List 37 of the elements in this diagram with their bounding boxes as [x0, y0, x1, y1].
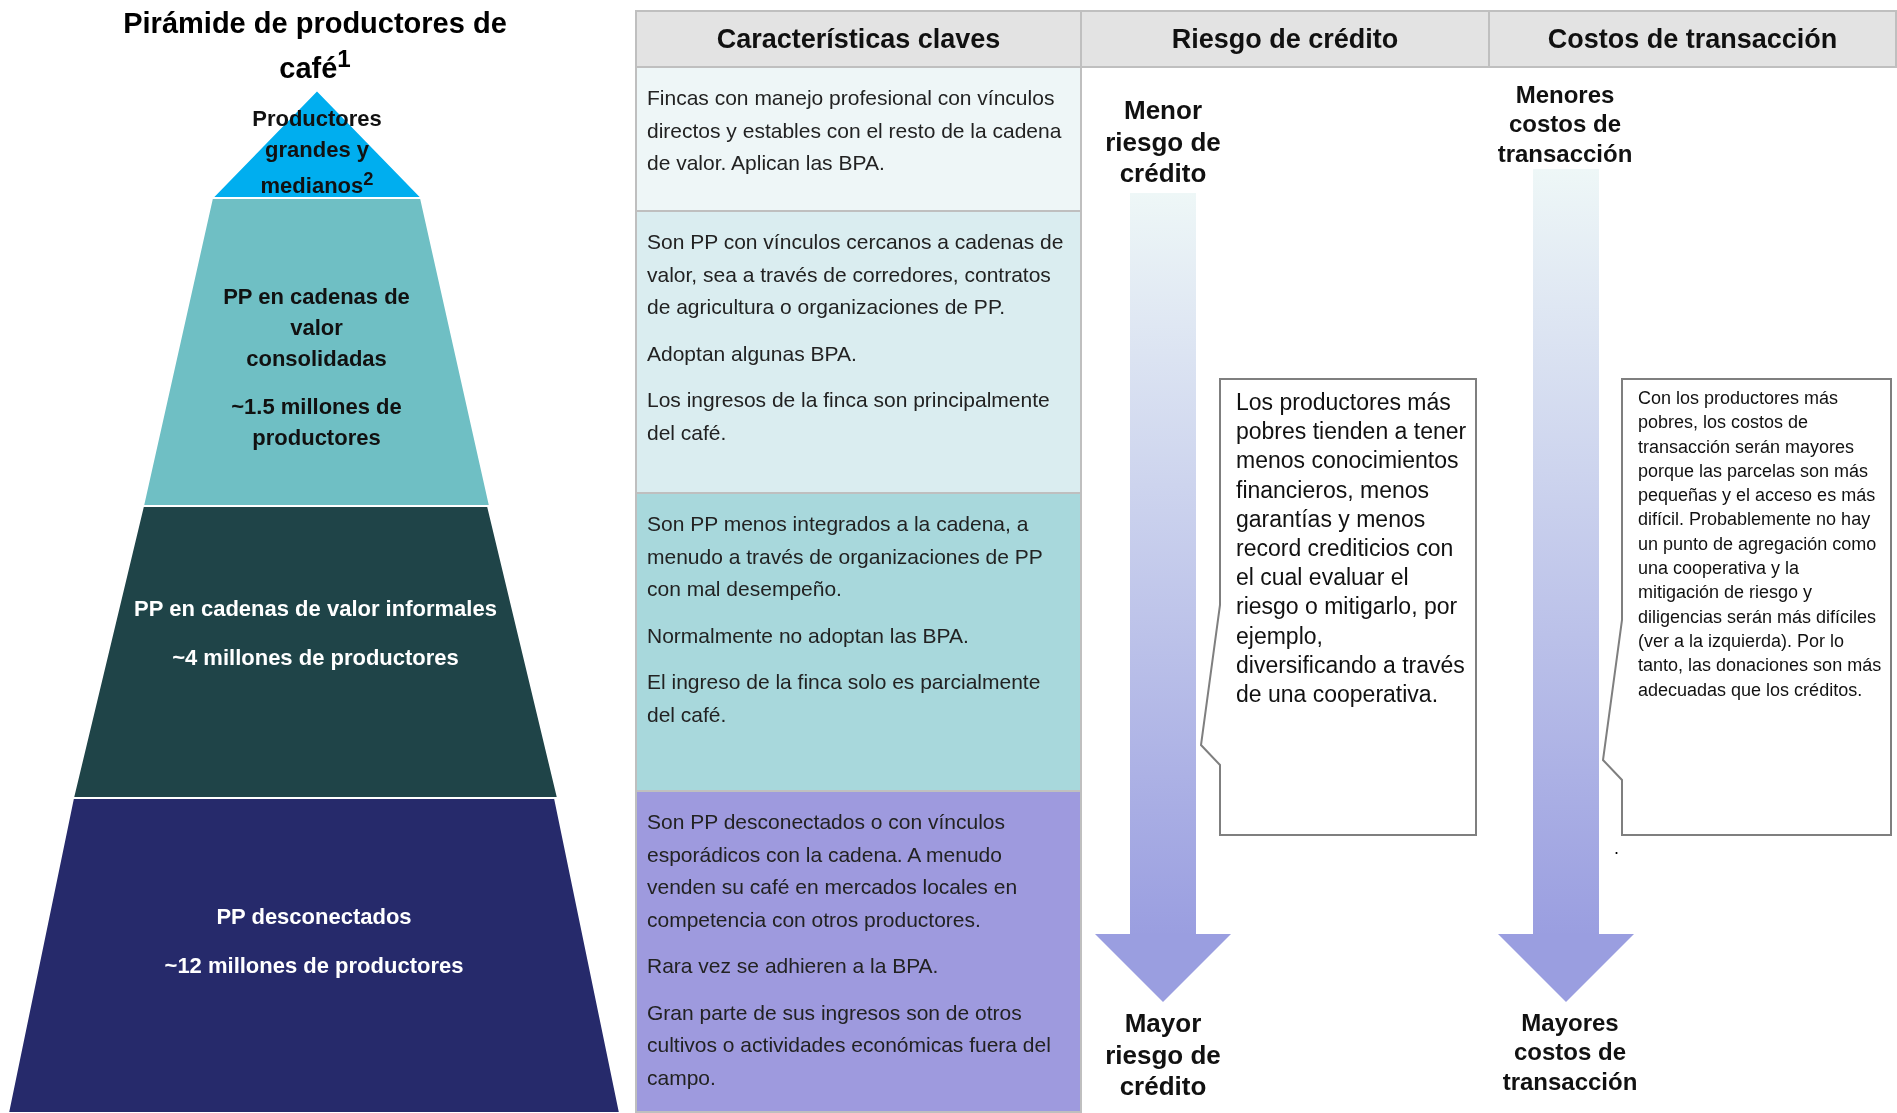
- table-cell: [635, 66, 1082, 212]
- arrow-label: Menor riesgo de crédito: [1083, 95, 1243, 191]
- tier-label: ~4 millones de productores: [171, 643, 460, 672]
- gradient-arrow: [1498, 169, 1634, 1002]
- table-cell: [635, 790, 1082, 1113]
- cell-text: Adoptan algunas BPA.: [647, 340, 858, 367]
- arrow-label: Menores costos de transacción: [1485, 80, 1645, 167]
- callout: [1200, 378, 1477, 836]
- gradient-arrow: [1095, 193, 1231, 1002]
- cell-text: Gran parte de sus ingresos son de otros cultivos o actividades económicas fuera del campo.: [647, 999, 1052, 1091]
- cell-text: Son PP desconectados o con vínculos esporádicos con la cadena. A menudo venden su café en mercados locales en competencia con otros productores.: [647, 809, 1019, 933]
- tier-label: PP en cadenas de valor informales: [133, 595, 498, 623]
- arrow-label: Mayor riesgo de crédito: [1083, 1008, 1243, 1104]
- column-header: Costos de transacción: [1488, 10, 1897, 68]
- callout-text: Los productores más pobres tienden a tener menos conocimientos financieros, menos garantías y menos record crediticios con el cual evaluar el riesgo o mitigarlo, por ejemplo, diversificando a través de una cooperativa.: [1235, 388, 1468, 710]
- pyramid-tier: [8, 798, 620, 1113]
- tier-label: ~1.5 millones de productores: [230, 393, 403, 453]
- callout-text: Con los productores más pobres, los costos de transacción serán mayores porque las parcelas son más pequeñas y el acceso es más difícil. Probablemente no hay un punto de agregación como una cooperativa y la mitigación de riesgo y diligencias serán más difíciles (ver a la izquierda). Por lo tanto, las donaciones son más adecuadas que los créditos.: [1637, 387, 1883, 702]
- cell-text: Los ingresos de la finca son principalmente del café.: [647, 387, 1051, 446]
- column-header: Características claves: [635, 10, 1082, 68]
- arrow-label: Mayores costos de transacción: [1485, 1008, 1655, 1104]
- cell-text: Son PP con vínculos cercanos a cadenas de valor, sea a través de corredores, contratos de agricultura o organizaciones de PP.: [647, 229, 1065, 321]
- cell-text: Fincas con manejo profesional con vínculos directos y estables con el resto de la cadena de valor. Aplican las BPA.: [647, 85, 1063, 177]
- cell-text: Normalmente no adoptan las BPA.: [647, 622, 970, 649]
- cell-text: El ingreso de la finca solo es parcialmente del café.: [647, 669, 1042, 728]
- note-text: .: [1614, 838, 1619, 859]
- table-cell: [635, 492, 1082, 792]
- tier-label: PP en cadenas de valor consolidadas: [222, 283, 411, 373]
- tier-label: ~12 millones de productores: [163, 951, 465, 980]
- title: Pirámide de productores de café$^{1}$: [122, 6, 508, 86]
- cell-text: Rara vez se adhieren a la BPA.: [647, 953, 940, 980]
- pyramid-tier: [143, 198, 490, 506]
- column-header: Riesgo de crédito: [1080, 10, 1490, 68]
- table-cell: [635, 210, 1082, 494]
- tier-label: PP desconectados: [215, 903, 413, 931]
- cell-text: Son PP menos integrados a la cadena, a menudo a través de organizaciones de PP con mal desempeño.: [647, 511, 1044, 603]
- pyramid-tier: [73, 506, 558, 798]
